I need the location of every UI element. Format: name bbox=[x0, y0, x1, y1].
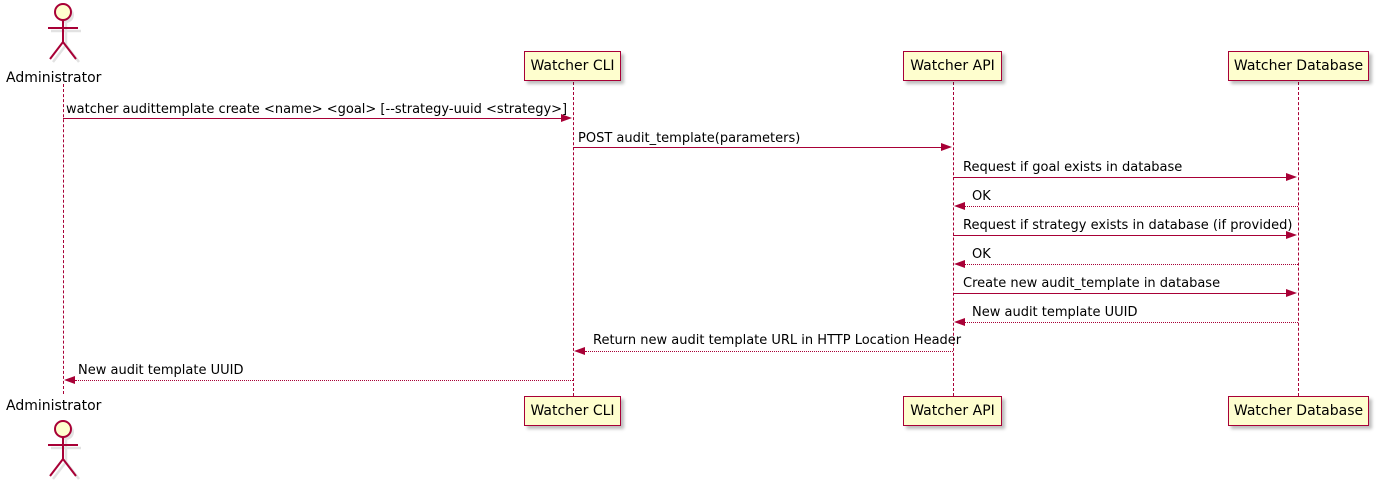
message-arrowhead-3 bbox=[954, 201, 965, 210]
message-arrowhead-8 bbox=[574, 346, 585, 355]
lifeline-administrator bbox=[63, 84, 64, 394]
message-arrow-1 bbox=[573, 147, 941, 148]
message-arrowhead-0 bbox=[561, 113, 572, 122]
actor-label-administrator-top: Administrator bbox=[6, 70, 102, 86]
participant-label-watcher-cli-bottom: Watcher CLI bbox=[530, 403, 615, 419]
actor-label-administrator-bottom: Administrator bbox=[6, 398, 102, 414]
message-arrow-9 bbox=[75, 380, 573, 381]
message-arrowhead-6 bbox=[1286, 288, 1297, 297]
participant-watcher-api-top[interactable]: Watcher API bbox=[903, 51, 1002, 81]
message-label-8: Return new audit template URL in HTTP Lo… bbox=[593, 333, 962, 348]
message-arrow-3 bbox=[965, 206, 1298, 207]
message-label-4: Request if strategy exists in database (… bbox=[963, 218, 1293, 233]
lifeline-watcher-cli bbox=[573, 82, 574, 396]
message-label-9: New audit template UUID bbox=[78, 363, 244, 378]
participant-label-watcher-database-top: Watcher Database bbox=[1233, 58, 1364, 74]
message-arrow-2 bbox=[953, 177, 1286, 178]
lifeline-watcher-database bbox=[1298, 82, 1299, 396]
message-label-7: New audit template UUID bbox=[972, 305, 1138, 320]
message-arrow-4 bbox=[953, 235, 1286, 236]
message-arrow-0 bbox=[63, 118, 561, 119]
message-label-3: OK bbox=[972, 189, 991, 204]
participant-watcher-database-top[interactable]: Watcher Database bbox=[1228, 51, 1369, 81]
actor-administrator-top bbox=[35, 2, 91, 63]
participant-label-watcher-database-bottom: Watcher Database bbox=[1233, 403, 1364, 419]
participant-label-watcher-api-top: Watcher API bbox=[910, 58, 995, 74]
message-arrowhead-7 bbox=[954, 317, 965, 326]
message-arrow-6 bbox=[953, 293, 1286, 294]
message-label-5: OK bbox=[972, 247, 991, 262]
participant-label-watcher-api-bottom: Watcher API bbox=[910, 403, 995, 419]
participant-watcher-database-bottom[interactable]: Watcher Database bbox=[1228, 396, 1369, 426]
message-label-6: Create new audit_template in database bbox=[963, 276, 1221, 291]
participant-watcher-cli-bottom[interactable]: Watcher CLI bbox=[524, 396, 621, 426]
participant-label-watcher-cli-top: Watcher CLI bbox=[530, 58, 615, 74]
message-arrowhead-5 bbox=[954, 259, 965, 268]
message-arrow-7 bbox=[965, 322, 1298, 323]
message-label-2: Request if goal exists in database bbox=[963, 160, 1183, 175]
message-label-1: POST audit_template(parameters) bbox=[578, 131, 801, 146]
actor-administrator-bottom bbox=[35, 419, 91, 480]
message-arrow-8 bbox=[585, 351, 953, 352]
message-arrowhead-4 bbox=[1286, 230, 1297, 239]
message-arrowhead-1 bbox=[941, 142, 952, 151]
participant-watcher-cli-top[interactable]: Watcher CLI bbox=[524, 51, 621, 81]
message-arrowhead-9 bbox=[64, 375, 75, 384]
message-arrowhead-2 bbox=[1286, 172, 1297, 181]
message-label-0: watcher audittemplate create <name> <goa… bbox=[66, 102, 568, 117]
message-arrow-5 bbox=[965, 264, 1298, 265]
participant-watcher-api-bottom[interactable]: Watcher API bbox=[903, 396, 1002, 426]
lifeline-watcher-api bbox=[953, 82, 954, 396]
